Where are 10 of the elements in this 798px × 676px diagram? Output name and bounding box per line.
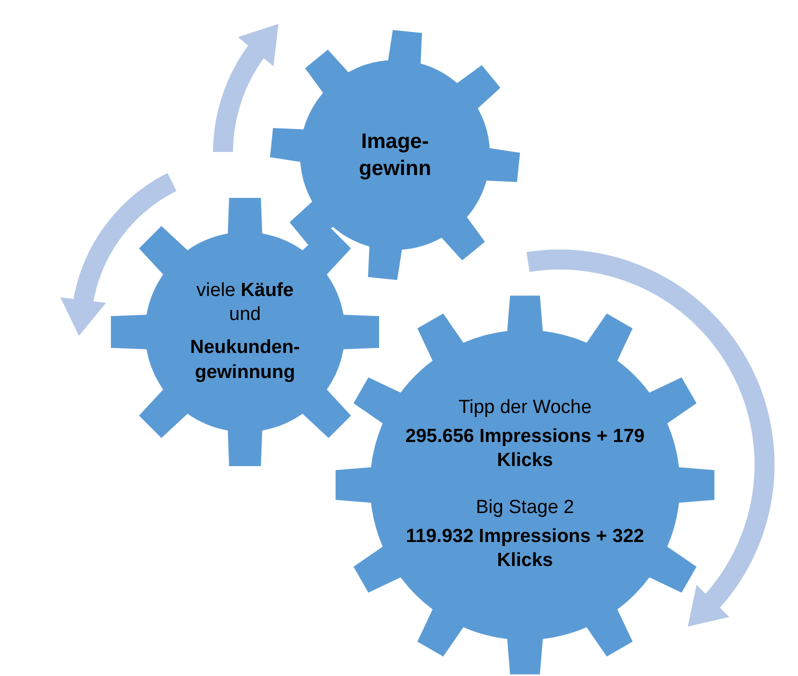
gear-label: 295.656 Impressions + 179 Klicks <box>405 424 645 474</box>
gear <box>335 295 715 675</box>
gear <box>110 197 380 467</box>
gear-label: Big Stage 2 <box>476 496 574 520</box>
gear <box>270 30 520 280</box>
gear-label: Image- gewinn <box>358 128 432 182</box>
gear-label: Tipp der Woche <box>458 396 592 420</box>
gear-label: viele Käufe und <box>195 278 295 328</box>
gear-label: Neukunden- gewinnung <box>189 336 301 385</box>
gear-label: 119.932 Impressions + 322 Klicks <box>405 524 645 574</box>
